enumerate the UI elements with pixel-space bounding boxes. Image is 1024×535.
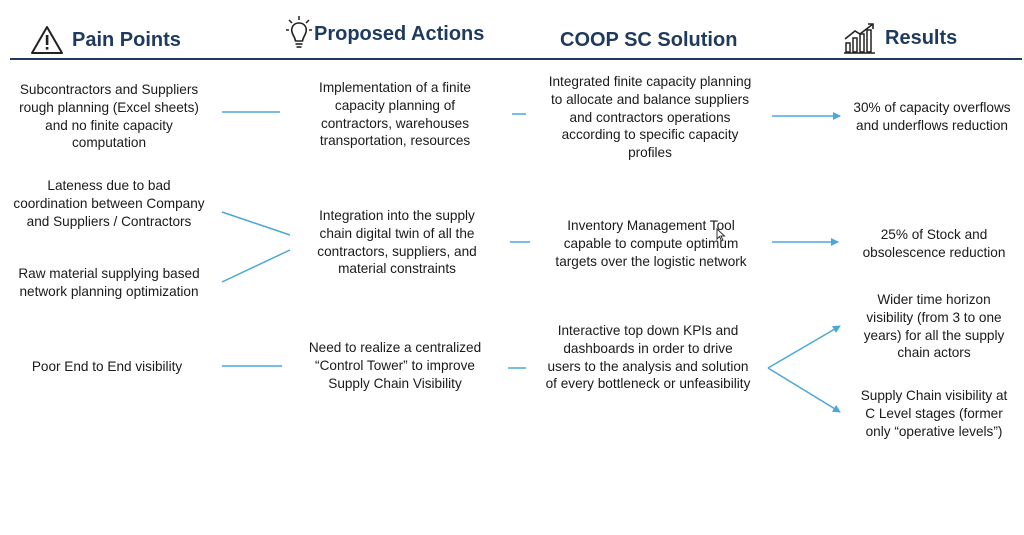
solution-inventory-tool: Inventory Management Tool capable to com… xyxy=(555,218,747,269)
header-results: Results xyxy=(843,20,957,56)
result-stock-reduction: 25% of Stock and obsolescence reduction xyxy=(862,227,1006,260)
connector-pain3-action2 xyxy=(221,249,291,283)
growth-chart-icon xyxy=(844,23,875,54)
result-time-horizon: Wider time horizon visibility (from 3 to… xyxy=(863,292,1005,361)
connector-pain2-action2 xyxy=(221,211,291,236)
pain-point-rough-planning: Subcontractors and Suppliers rough plann… xyxy=(19,82,199,151)
warning-triangle-icon xyxy=(31,26,63,54)
action-digital-twin: Integration into the supply chain digita… xyxy=(317,208,477,277)
arrow-solution3-result4 xyxy=(767,367,841,413)
results-title: Results xyxy=(885,26,958,49)
action-finite-capacity: Implementation of a finite capacity plan… xyxy=(319,80,471,149)
pain-point-visibility: Poor End to End visibility xyxy=(31,359,183,374)
header-proposed-actions: Proposed Actions xyxy=(286,16,484,52)
result-capacity-reduction: 30% of capacity overflows and underflows… xyxy=(853,100,1011,133)
header-coop-sc-solution: COOP SC Solution xyxy=(560,22,737,58)
header-divider xyxy=(10,58,1022,60)
header-pain-points: Pain Points xyxy=(30,22,181,58)
solution-kpi-dashboards: Interactive top down KPIs and dashboards… xyxy=(545,323,751,392)
pain-point-raw-material: Raw material supplying based network pla… xyxy=(18,266,200,299)
coop-sc-solution-title: COOP SC Solution xyxy=(560,28,738,51)
result-c-level-visibility: Supply Chain visibility at C Level stage… xyxy=(860,388,1008,439)
pain-points-title: Pain Points xyxy=(72,28,181,51)
proposed-actions-title: Proposed Actions xyxy=(314,22,485,45)
arrow-solution3-result3 xyxy=(767,325,841,369)
pain-point-lateness: Lateness due to bad coordination between… xyxy=(13,178,205,229)
action-control-tower: Need to realize a centralized “Control T… xyxy=(308,340,482,391)
mouse-cursor-icon xyxy=(716,228,726,242)
lightbulb-icon xyxy=(286,16,312,48)
solution-capacity-planning: Integrated finite capacity planning to a… xyxy=(548,74,752,161)
